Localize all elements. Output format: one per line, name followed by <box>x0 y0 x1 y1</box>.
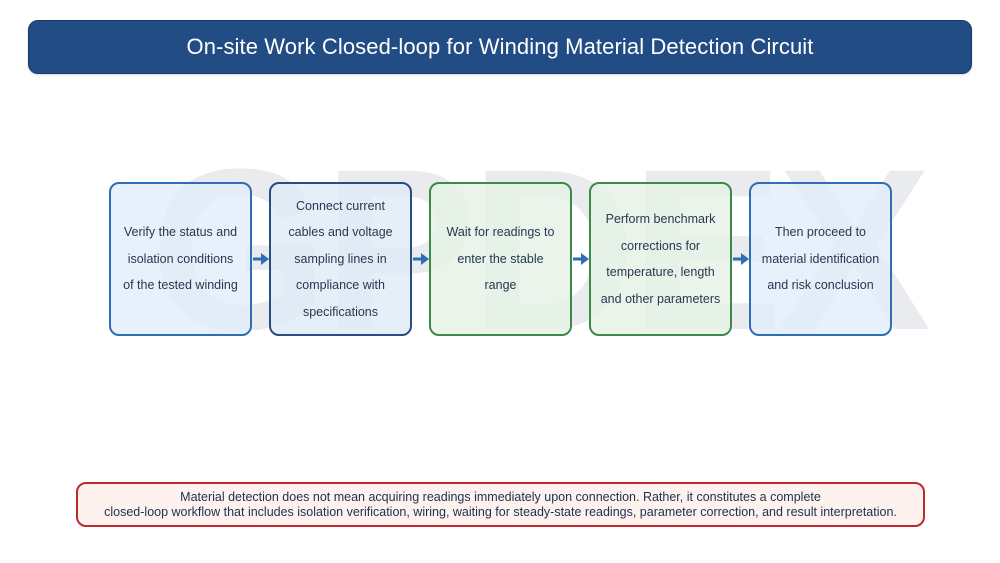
title-banner: On-site Work Closed-loop for Winding Mat… <box>28 20 972 74</box>
step-material-identification: Then proceed to material identification … <box>749 182 892 336</box>
summary-note-text: Material detection does not mean acquiri… <box>104 489 897 519</box>
step-benchmark-corrections: Perform benchmark corrections for temper… <box>589 182 732 336</box>
step-2-label: Connect current cables and voltage sampl… <box>288 198 393 319</box>
page-title: On-site Work Closed-loop for Winding Mat… <box>186 34 814 59</box>
arrow-right-icon <box>573 253 589 265</box>
summary-note: Material detection does not mean acquiri… <box>76 482 925 527</box>
arrow-right-icon <box>253 253 269 265</box>
step-4-label: Perform benchmark corrections for temper… <box>600 212 721 306</box>
step-3-label: Wait for readings to enter the stable ra… <box>446 225 555 293</box>
step-connect-cables: Connect current cables and voltage sampl… <box>269 182 412 336</box>
arrow-right-icon <box>733 253 749 265</box>
arrow-right-icon <box>413 253 429 265</box>
step-verify-isolation: Verify the status and isolation conditio… <box>109 182 252 336</box>
step-5-label: Then proceed to material identification … <box>761 225 880 293</box>
step-wait-stable: Wait for readings to enter the stable ra… <box>429 182 572 336</box>
step-1-label: Verify the status and isolation conditio… <box>123 225 238 293</box>
